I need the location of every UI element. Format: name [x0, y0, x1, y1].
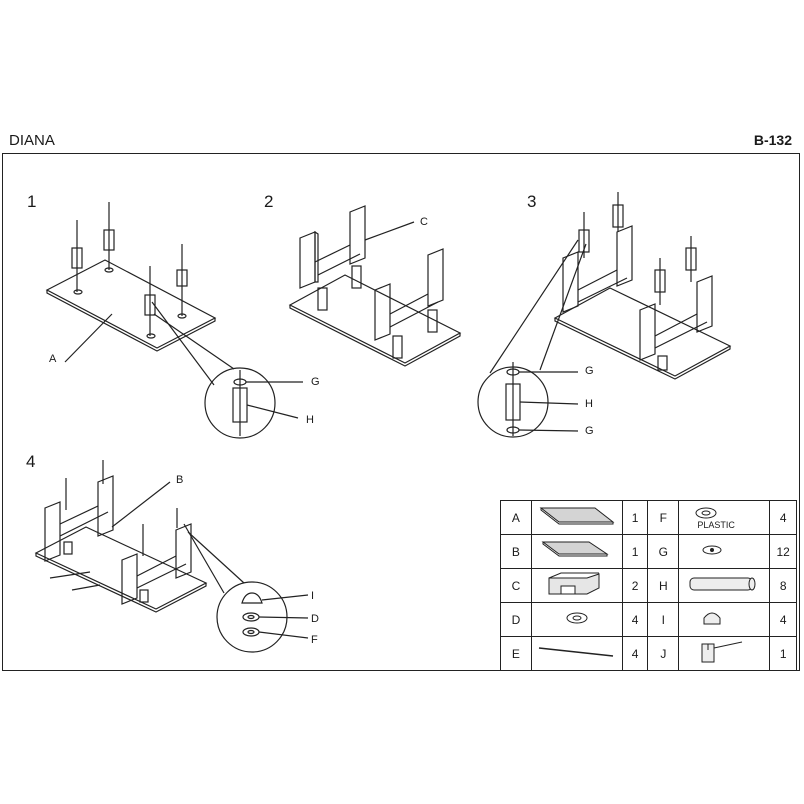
- part-qty: 1: [621, 534, 649, 569]
- part-code: C: [500, 568, 532, 603]
- ring-washer-icon: [530, 602, 623, 637]
- rod-icon: [530, 636, 623, 671]
- part-code: D: [500, 602, 532, 637]
- panel-a-icon: [530, 500, 623, 535]
- cap-nut-icon: [678, 602, 771, 637]
- part-qty: 1: [769, 636, 797, 671]
- part-qty: 8: [769, 568, 797, 603]
- table-row: C 2 H 8: [500, 568, 797, 603]
- step-2-illustration: [288, 205, 462, 367]
- step-4-number: 4: [26, 452, 36, 471]
- part-code: B: [500, 534, 532, 569]
- step-4-label-i: I: [311, 590, 315, 602]
- step-4-illustration: [34, 460, 309, 653]
- part-qty: 4: [769, 500, 797, 535]
- step-1-label-a: A: [49, 353, 57, 365]
- part-code: I: [647, 602, 680, 637]
- step-4-label-f: F: [311, 634, 318, 646]
- step-2-label-c: C: [420, 216, 428, 228]
- step-1-number: 1: [27, 192, 37, 211]
- part-code: G: [647, 534, 680, 569]
- hex-key-icon: [678, 636, 771, 671]
- frame-c-icon: [530, 568, 623, 603]
- product-code: B-132: [753, 132, 792, 148]
- step-3-label-h: H: [585, 398, 593, 410]
- part-qty: 12: [769, 534, 797, 569]
- plastic-washer-icon: PLASTIC: [678, 500, 771, 535]
- parts-table: A 1 F PLASTIC 4 B 1 G 12 C: [500, 500, 797, 671]
- step-4-label-b: B: [176, 474, 184, 486]
- step-1-illustration: [45, 202, 303, 439]
- part-code: E: [500, 636, 532, 671]
- panel-b-icon: [530, 534, 623, 569]
- part-note: PLASTIC: [697, 520, 735, 530]
- part-code: A: [500, 500, 532, 535]
- step-3-label-g-top: G: [585, 365, 594, 377]
- part-qty: 1: [621, 500, 649, 535]
- part-code: J: [647, 636, 680, 671]
- instructions-frame: [2, 153, 800, 671]
- step-3-label-g-bottom: G: [585, 425, 594, 437]
- part-qty: 2: [621, 568, 649, 603]
- washer-icon: [678, 534, 771, 569]
- table-row: B 1 G 12: [500, 534, 797, 569]
- part-qty: 4: [621, 602, 649, 637]
- step-3-illustration: [477, 192, 732, 438]
- table-row: A 1 F PLASTIC 4: [500, 500, 797, 535]
- table-row: E 4 J 1: [500, 636, 797, 671]
- tube-icon: [678, 568, 771, 603]
- table-row: D 4 I 4: [500, 602, 797, 637]
- step-3-number: 3: [527, 192, 537, 211]
- part-code: F: [647, 500, 680, 535]
- step-1-label-g: G: [311, 376, 320, 388]
- document-title: DIANA: [9, 132, 55, 149]
- part-qty: 4: [769, 602, 797, 637]
- part-qty: 4: [621, 636, 649, 671]
- step-1-label-h: H: [306, 414, 314, 426]
- step-2-number: 2: [264, 192, 274, 211]
- part-code: H: [647, 568, 680, 603]
- step-4-label-d: D: [311, 613, 319, 625]
